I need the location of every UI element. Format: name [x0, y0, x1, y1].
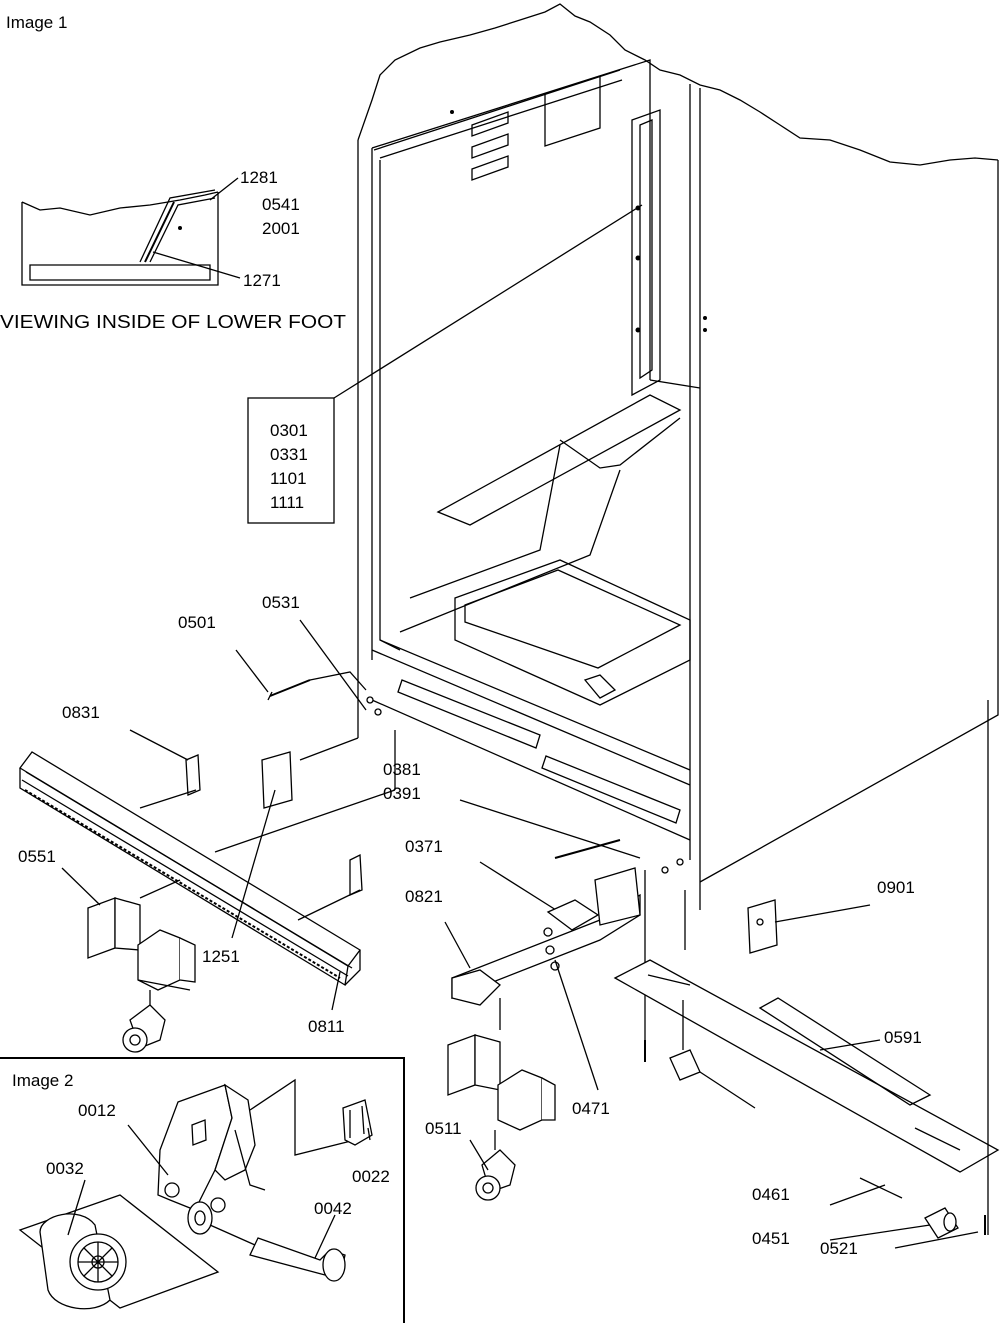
label-1271: 1271	[243, 271, 281, 290]
roller-middle	[669, 1000, 756, 1109]
leader-0831	[129, 729, 189, 761]
leader-box	[333, 204, 643, 399]
leader-0901	[774, 904, 871, 923]
label-0471: 0471	[572, 1099, 610, 1118]
screw-0501	[267, 671, 367, 701]
left-caster	[122, 1004, 166, 1053]
bracket-0901	[747, 899, 778, 954]
image2-title: Image 2	[12, 1071, 73, 1090]
leader-0591	[819, 1039, 881, 1051]
screw-0371	[554, 839, 621, 859]
roller-0451	[924, 1207, 959, 1239]
label-0032: 0032	[46, 1159, 84, 1178]
leader-0371	[479, 861, 557, 911]
leader-1251	[231, 789, 276, 939]
leader-0531	[299, 619, 367, 711]
label-0451: 0451	[752, 1229, 790, 1248]
box-label-1101: 1101	[270, 469, 307, 488]
leader-1281	[209, 177, 239, 201]
center-rail-0821	[451, 867, 641, 1006]
leader-0381	[459, 799, 641, 859]
label-0811: 0811	[308, 1017, 345, 1036]
bracket-1251	[261, 751, 293, 809]
label-0901: 0901	[877, 878, 915, 897]
label-0501: 0501	[178, 613, 216, 632]
leader-0501	[235, 649, 269, 693]
leader-0042	[314, 1214, 336, 1259]
label-2001: 2001	[262, 219, 300, 238]
center-caster	[475, 1130, 516, 1201]
leader-0521	[894, 1231, 979, 1249]
leader-0461	[829, 1184, 886, 1206]
leader-0821	[444, 921, 471, 969]
label-0821: 0821	[405, 887, 443, 906]
label-0591: 0591	[884, 1028, 922, 1047]
image2-frame	[0, 1057, 405, 1323]
left-bracket-0551	[87, 897, 196, 1020]
image1-title: Image 1	[6, 13, 67, 32]
label-0541: 0541	[262, 195, 300, 214]
label-1281: 1281	[240, 168, 278, 187]
rear-rail-0591	[613, 959, 1000, 1173]
part-number-box	[247, 397, 335, 524]
label-0831: 0831	[62, 703, 100, 722]
label-0391: 0391	[383, 784, 421, 803]
lower-foot-inset	[21, 189, 219, 286]
leader-0022	[367, 1127, 371, 1141]
axle-0461	[859, 1177, 903, 1199]
box-label-0301: 0301	[270, 421, 308, 440]
front-grille	[19, 751, 361, 987]
label-0042: 0042	[314, 1199, 352, 1218]
label-0371: 0371	[405, 837, 443, 856]
label-0461: 0461	[752, 1185, 790, 1204]
label-0511: 0511	[425, 1119, 462, 1138]
clip-0831	[185, 754, 201, 796]
label-0381: 0381	[383, 760, 421, 779]
leader-0811	[331, 971, 341, 1011]
box-label-1111: 1111	[270, 493, 304, 512]
box-label-0331: 0331	[270, 445, 308, 464]
leader-0032	[67, 1179, 86, 1236]
label-0012: 0012	[78, 1101, 116, 1120]
leader-0471	[554, 959, 599, 1091]
label-0551: 0551	[18, 847, 56, 866]
leader-0012	[127, 1124, 169, 1176]
cabinet	[357, 3, 999, 910]
leader-0511	[469, 1139, 489, 1171]
label-0521: 0521	[820, 1239, 858, 1258]
leader-0551	[61, 867, 101, 906]
caster-assembly	[18, 1078, 373, 1310]
leader-1271	[152, 251, 241, 279]
inset-caption: VIEWING INSIDE OF LOWER FOOT	[0, 312, 346, 332]
center-bracket	[447, 1034, 556, 1131]
label-0022: 0022	[352, 1167, 390, 1186]
label-1251: 1251	[202, 947, 240, 966]
leader-0451	[829, 1224, 931, 1241]
label-0531: 0531	[262, 593, 300, 612]
